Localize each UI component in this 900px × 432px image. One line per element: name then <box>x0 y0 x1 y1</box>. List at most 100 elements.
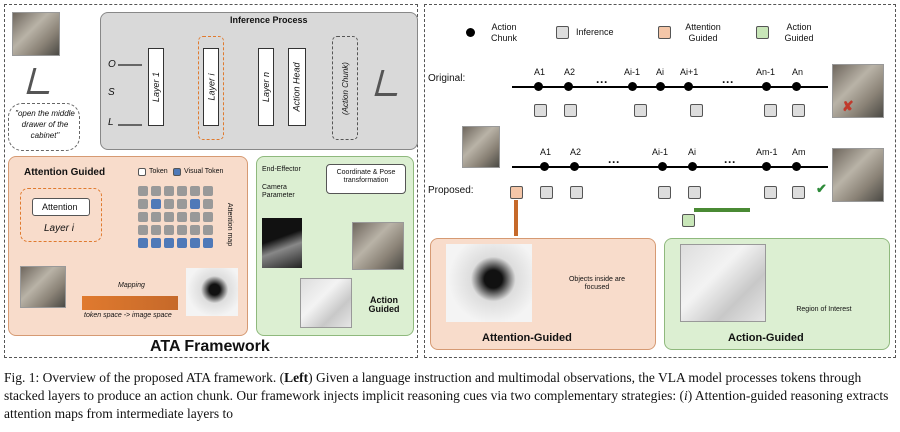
original-an-label: An <box>792 67 804 77</box>
coordinate-pose-label: Coordinate & Pose transformation <box>336 169 396 184</box>
action-chunk-text: (Action Chunk) <box>340 61 350 115</box>
original-dots-2: ··· <box>722 75 734 89</box>
visual-token-legend: Visual Token <box>184 168 224 175</box>
action-guided-title: Action Guided <box>368 295 400 314</box>
layer-n: Layer n <box>258 48 274 126</box>
dashed-highlight-layer-i <box>198 36 224 140</box>
instruction-box <box>8 103 80 151</box>
layer-i-label: Layer i <box>44 223 75 234</box>
original-action-an <box>792 82 801 91</box>
proposed-inference-4 <box>688 186 701 199</box>
original-result-image <box>832 64 884 118</box>
token-to-image-label: token space -> image space <box>84 312 172 319</box>
proposed-am-1-label: Am-1 <box>756 147 778 157</box>
attention-down-arrow <box>514 200 518 236</box>
left-panel <box>4 4 418 358</box>
proposed-action-step <box>682 214 695 227</box>
framework-title: ATA Framework <box>150 338 270 355</box>
original-inference-6 <box>792 104 805 117</box>
action-guided-result-title: Action-Guided <box>728 332 804 344</box>
proposed-inference-6 <box>792 186 805 199</box>
action-chunk-legend-icon <box>466 28 475 37</box>
inference-process-title: Inference Process <box>230 15 308 25</box>
proposed-ai-label: Ai <box>688 147 697 157</box>
proposed-a1-label: A1 <box>540 147 552 157</box>
action-guided-arrow <box>694 208 750 212</box>
projection-image <box>262 218 302 268</box>
end-effector-label: End-Effector <box>262 166 301 173</box>
attention-box-label: Attention <box>42 202 78 212</box>
action-guided-legend-icon <box>756 26 769 39</box>
coordinate-pose-box <box>326 164 406 194</box>
input-o: O <box>108 59 116 70</box>
visual-token-legend-icon <box>173 168 181 176</box>
original-timeline <box>512 86 828 88</box>
proposed-dots-1: ··· <box>608 155 620 169</box>
original-action-ai+1 <box>684 82 693 91</box>
proposed-timeline <box>512 166 828 168</box>
input-l: L <box>108 117 114 128</box>
original-inference-5 <box>764 104 777 117</box>
region-of-interest-label: Region of Interest <box>796 306 852 313</box>
attention-guided-heatmap <box>446 244 532 322</box>
legend-action-chunk: Action Chunk <box>490 22 517 43</box>
proposed-action-ai <box>688 162 697 171</box>
legend-attention-guided: Attention Guided <box>685 22 721 43</box>
original-inference-4 <box>690 104 703 117</box>
proposed-action-a2 <box>570 162 579 171</box>
original-ai-label: Ai <box>656 67 665 77</box>
original-dots-1: ··· <box>596 75 608 89</box>
layer-1: Layer 1 <box>148 48 164 126</box>
original-action-ai-1 <box>628 82 637 91</box>
legend-action-guided: Action Guided <box>784 22 814 43</box>
success-mark: ✔ <box>816 181 827 196</box>
input-arrows <box>118 64 142 126</box>
token-legend: Token <box>149 168 168 175</box>
attention-source-image <box>20 266 66 308</box>
original-a1-label: A1 <box>534 67 546 77</box>
instruction-text: "open the middle drawer of the cabinet" <box>15 109 75 140</box>
action-source-image <box>352 222 404 270</box>
original-inference-1 <box>534 104 547 117</box>
proposed-dots-2: ··· <box>724 155 736 169</box>
attention-map-label: Attention map <box>226 202 234 246</box>
original-inference-2 <box>564 104 577 117</box>
objects-focused-label: Objects inside are focused <box>568 276 626 291</box>
original-an-1-label: An-1 <box>756 67 776 77</box>
proposed-result-image <box>832 148 884 202</box>
action-head: Action Head <box>288 48 306 126</box>
caption-bold: Left <box>284 370 309 385</box>
mapping-label: Mapping <box>118 282 145 289</box>
robot-scene-image <box>12 12 60 56</box>
original-action-a1 <box>534 82 543 91</box>
mapping-arrow <box>82 296 178 310</box>
original-inference-3 <box>634 104 647 117</box>
action-chunk-box: (Action Chunk) <box>332 36 358 140</box>
attention-guided-result-title: Attention-Guided <box>482 332 572 344</box>
proposed-inference-5 <box>764 186 777 199</box>
inference-legend-icon <box>556 26 569 39</box>
proposed-inference-2 <box>570 186 583 199</box>
original-label: Original: <box>428 73 466 84</box>
proposed-am-label: Am <box>792 147 806 157</box>
start-observation-image <box>462 126 500 168</box>
proposed-a2-label: A2 <box>570 147 582 157</box>
fail-mark: ✘ <box>842 98 854 114</box>
proposed-inference-3 <box>658 186 671 199</box>
original-action-a2 <box>564 82 573 91</box>
original-a2-label: A2 <box>564 67 576 77</box>
attention-guided-title: Attention Guided <box>24 167 106 178</box>
proposed-label: Proposed: <box>428 185 474 196</box>
proposed-ai-1-label: Ai-1 <box>652 147 669 157</box>
layer-i-dashed-box <box>20 188 102 242</box>
proposed-inference-1 <box>540 186 553 199</box>
proposed-action-am-1 <box>762 162 771 171</box>
attention-box <box>32 198 90 216</box>
token-legend-icon <box>138 168 146 176</box>
attention-map-grid <box>138 186 213 248</box>
proposed-attention-step <box>510 186 523 199</box>
proposed-action-a1 <box>540 162 549 171</box>
proposed-action-am <box>792 162 801 171</box>
right-panel <box>424 4 896 358</box>
attention-guided-legend-icon <box>658 26 671 39</box>
